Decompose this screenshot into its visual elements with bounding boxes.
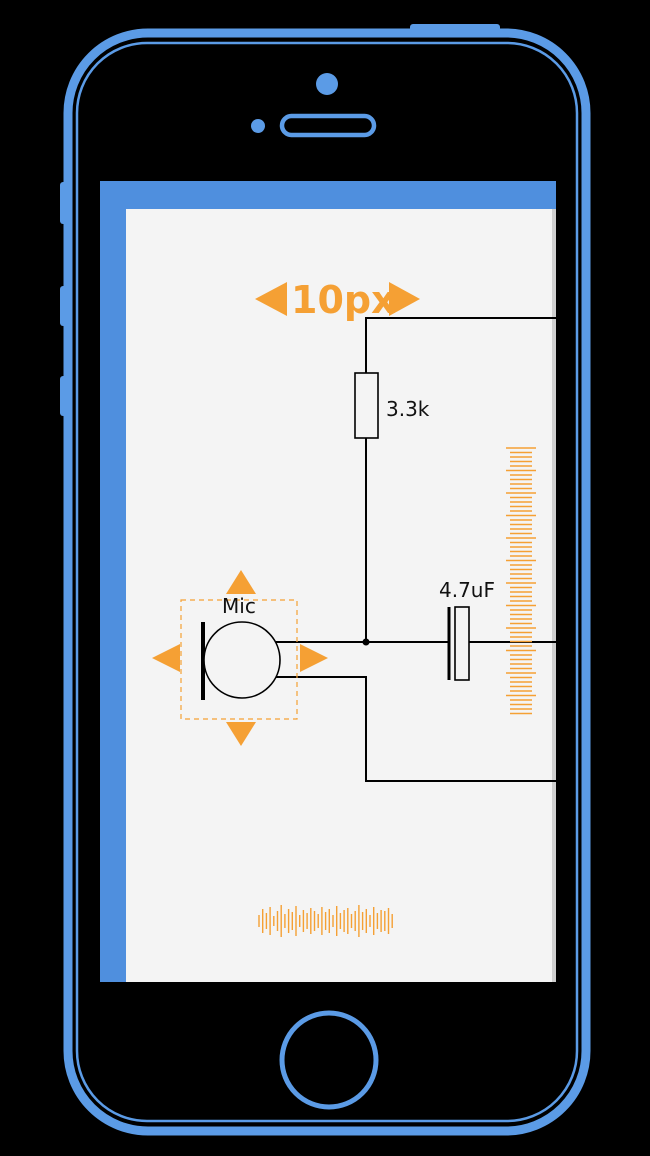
nudge-right-icon[interactable] [389, 282, 420, 316]
capacitor[interactable]: 4.7uF [439, 578, 495, 681]
nudge-step-label: 10px [291, 278, 396, 322]
triangle-up-icon[interactable] [226, 570, 256, 594]
resistor-body[interactable] [354, 372, 379, 439]
side-marker [586, 1026, 590, 1038]
triangle-left-icon[interactable] [152, 644, 180, 672]
phone-outline [63, 28, 591, 1136]
speaker-grille [279, 113, 377, 138]
wire-ground-return[interactable] [270, 676, 556, 782]
sensor-dot [251, 119, 265, 133]
wire-top[interactable] [365, 317, 556, 373]
selection-box [180, 599, 298, 720]
resistor-label: 3.3k [386, 397, 430, 421]
triangle-down-icon[interactable] [226, 722, 256, 746]
triangle-right-icon[interactable] [300, 644, 328, 672]
junction-node [362, 638, 370, 646]
canvas-shadow-edge [552, 209, 556, 982]
capacitor-label: 4.7uF [439, 578, 495, 602]
move-handles [152, 570, 328, 746]
microphone[interactable]: Mic [180, 594, 298, 720]
nudge-left-icon[interactable] [255, 282, 287, 316]
side-marker [64, 1026, 68, 1038]
resistor[interactable]: 3.3k [354, 372, 430, 439]
side-marker [586, 126, 590, 138]
nudge-indicator: 10px [255, 278, 420, 322]
camera-icon [316, 73, 338, 95]
phone-frame [60, 24, 591, 1136]
microphone-body[interactable] [203, 621, 281, 699]
home-button-icon[interactable] [279, 1010, 379, 1110]
microphone-label: Mic [222, 594, 256, 618]
side-marker [64, 126, 68, 138]
app-window [100, 181, 556, 982]
vertical-ruler[interactable] [506, 447, 536, 715]
capacitor-plate-right[interactable] [454, 606, 470, 681]
schematic-canvas[interactable] [126, 209, 556, 982]
phone-inner-outline [75, 41, 579, 1123]
horizontal-ruler[interactable] [258, 905, 393, 937]
